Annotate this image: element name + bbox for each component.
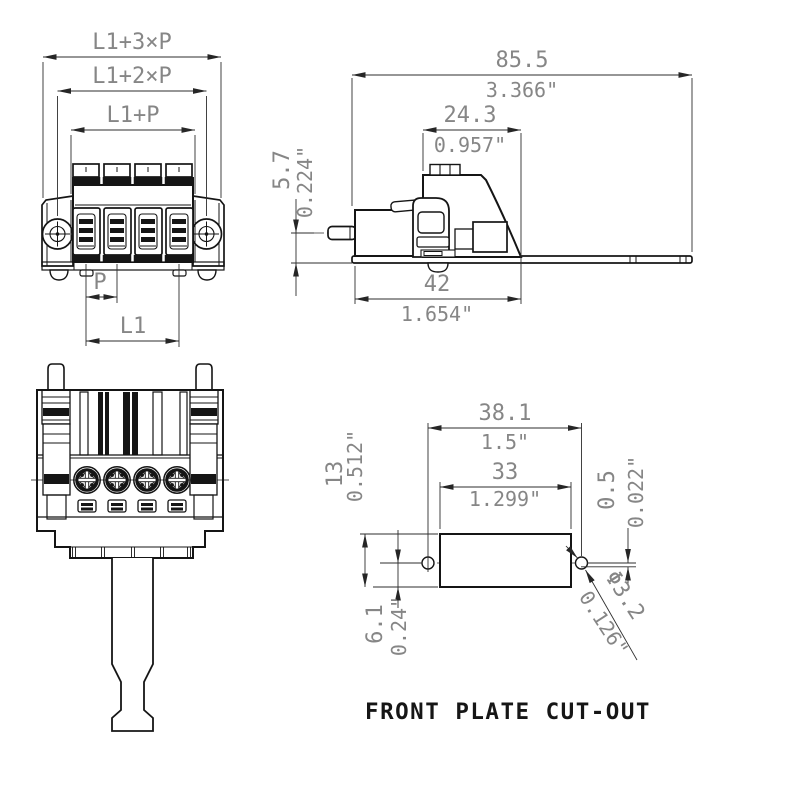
rear-strain-relief-tail xyxy=(111,558,154,732)
side-view-dimensions: 85.5 3.366" 24.3 0.957" 5.7 0.224" 42 1.… xyxy=(270,48,693,326)
dim-l1-3p: L1+3×P xyxy=(92,30,171,55)
dim-bottom-in: 0.24" xyxy=(387,596,411,656)
dim-offset-in: 0.022" xyxy=(624,456,648,528)
dim-overall-mm: 85.5 xyxy=(496,48,549,73)
dim-p: P xyxy=(93,270,106,295)
dim-l1: L1 xyxy=(120,314,147,339)
dim-height-in: 0.512" xyxy=(343,430,367,502)
front-base-strip xyxy=(41,261,225,271)
front-pockets xyxy=(72,207,194,256)
dim-pin-height-mm: 5.7 xyxy=(270,150,295,190)
cutout-rectangle xyxy=(439,533,572,588)
side-right-block xyxy=(472,221,508,253)
dim-bottom-mm: 6.1 xyxy=(363,604,388,644)
side-view: 85.5 3.366" 24.3 0.957" 5.7 0.224" 42 1.… xyxy=(270,48,693,326)
rear-screws xyxy=(73,466,191,494)
rear-body xyxy=(36,389,224,559)
side-pin xyxy=(327,225,357,241)
dim-upper-in: 0.957" xyxy=(434,133,506,157)
dim-height-mm: 13 xyxy=(323,461,348,488)
dim-offset-mm: 0.5 xyxy=(595,470,620,510)
cutout-dimensions: 38.1 1.5" 33 1.299" 13 0.512" 6.1 0.24" xyxy=(323,401,649,661)
cutout-view: 38.1 1.5" 33 1.299" 13 0.512" 6.1 0.24" xyxy=(323,401,651,725)
dim-hole-pitch-in: 1.5" xyxy=(481,430,529,454)
front-view-dimensions: L1+3×P L1+2×P L1+P P L1 xyxy=(42,30,222,347)
dim-body-in: 1.654" xyxy=(401,302,473,326)
dim-hole-pitch-mm: 38.1 xyxy=(479,401,532,426)
front-view: L1+3×P L1+2×P L1+P P L1 xyxy=(41,30,225,347)
rear-view xyxy=(31,363,229,732)
side-top-screw xyxy=(429,163,461,176)
cutout-caption: FRONT PLATE CUT-OUT xyxy=(365,699,651,725)
dim-l1-p: L1+P xyxy=(107,103,160,128)
rear-right-post xyxy=(195,363,213,392)
dim-upper-mm: 24.3 xyxy=(444,103,497,128)
side-latch-lever xyxy=(390,197,456,258)
rear-side-latches xyxy=(42,423,218,520)
rear-clamp-windows xyxy=(77,499,187,513)
dim-width-mm: 33 xyxy=(492,460,519,485)
front-screw-heads xyxy=(72,163,193,178)
dim-l1-2p: L1+2×P xyxy=(92,64,171,89)
dim-width-in: 1.299" xyxy=(469,487,541,511)
dim-pin-height-in: 0.224" xyxy=(293,146,317,218)
rear-post-collars xyxy=(41,389,219,425)
rear-bottom-strip xyxy=(72,547,191,558)
front-right-flange xyxy=(190,195,225,267)
dim-overall-in: 3.366" xyxy=(486,78,558,102)
rear-left-post xyxy=(47,363,65,392)
dim-body-mm: 42 xyxy=(424,272,451,297)
